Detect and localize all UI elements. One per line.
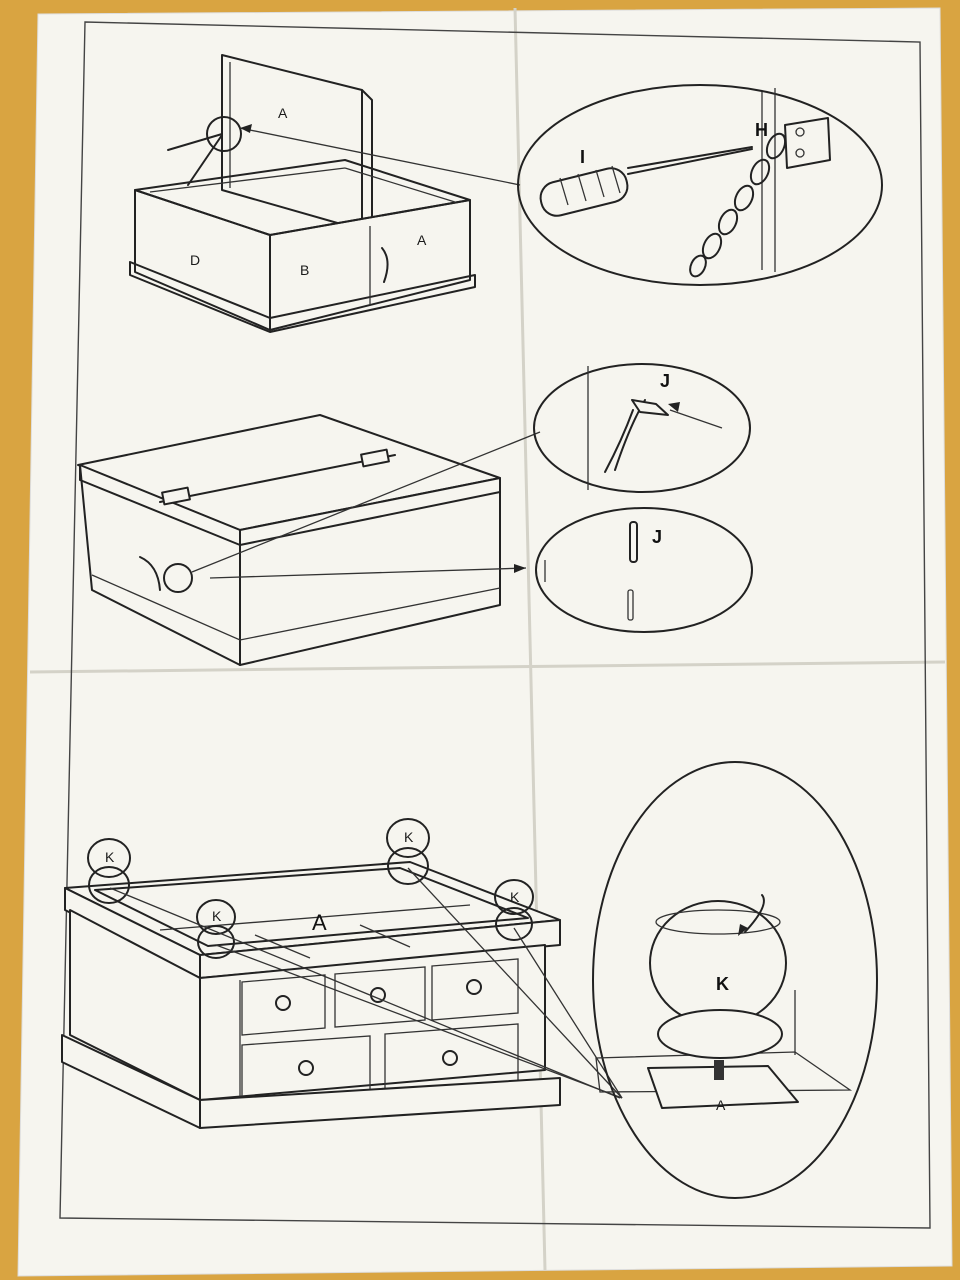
step1-front-right-label: A	[417, 232, 427, 248]
foot-3-label: K	[510, 889, 520, 905]
page-frame	[59, 21, 931, 1229]
step1-front-left-label: D	[190, 252, 200, 268]
detail-j-bottom-label: J	[652, 527, 662, 547]
chain-icon	[689, 132, 787, 278]
hinge-label: H	[755, 120, 768, 140]
step1-lid-label: A	[278, 105, 288, 121]
step1-front-mid-label: B	[300, 262, 309, 278]
foot-3	[494, 879, 534, 941]
detail-foot-label: K	[716, 974, 729, 994]
step2-detail-bottom: J	[535, 507, 753, 633]
fold-line-horizontal	[29, 660, 946, 674]
screwdriver-icon	[539, 146, 753, 217]
foot-1-label: K	[105, 849, 115, 865]
foot-1	[87, 838, 131, 904]
step2-detail-top: J	[533, 363, 751, 493]
top-panel-label: A	[312, 910, 327, 935]
step1-open-box: A D B A	[129, 54, 521, 333]
step3-detail-foot: K A	[592, 761, 878, 1199]
step1-detail-hinge: I H	[517, 84, 883, 286]
step2-closed-box	[77, 414, 541, 666]
foot-4-label: K	[212, 908, 222, 924]
step3-chest: A K K K K	[61, 818, 623, 1129]
foot-4	[196, 899, 236, 959]
rotate-arrow-icon	[738, 894, 765, 936]
foot-2-label: K	[404, 829, 414, 845]
foot-2	[386, 818, 430, 885]
screwdriver-label: I	[580, 147, 585, 167]
detail-panel-label: A	[716, 1097, 726, 1113]
detail-j-top-label: J	[660, 371, 670, 391]
